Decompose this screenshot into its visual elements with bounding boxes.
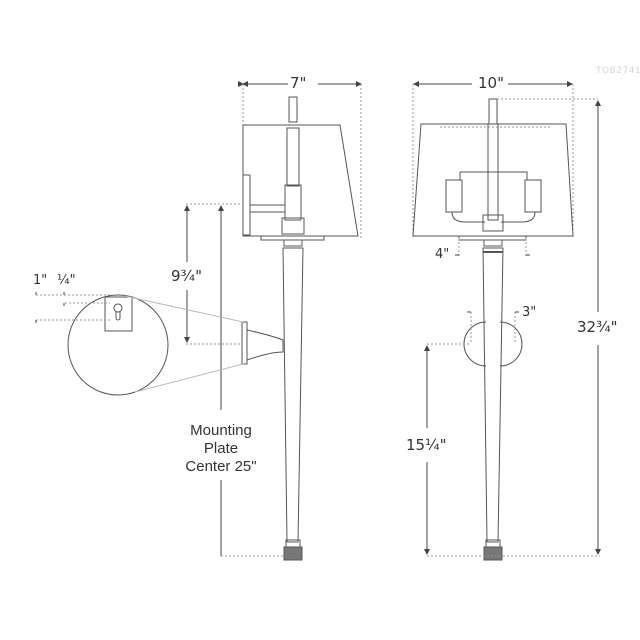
mounting-plate-center-label: Mounting Plate Center 25" (176, 422, 266, 476)
mounting-line-3: Center 25" (185, 458, 257, 475)
front-plate-height-label: 15¼" (406, 436, 447, 454)
side-plate-height-label: 9¾" (171, 267, 202, 285)
mounting-plate-detail (35, 292, 244, 396)
front-view-fixture (412, 81, 598, 561)
product-code-watermark: TOB2741 (596, 66, 640, 76)
side-width-label: 7" (290, 74, 307, 92)
front-overall-height-label: 32¾" (577, 318, 618, 336)
front-plate-width-label: 3" (522, 305, 537, 320)
mounting-line-1: Mounting (190, 422, 252, 439)
front-base-width-label: 4" (435, 247, 450, 262)
mounting-line-2: Plate (203, 440, 239, 457)
detail-label-1: 1" (33, 273, 48, 288)
front-width-label: 10" (478, 74, 504, 92)
detail-label-2: ¼" (57, 273, 76, 288)
side-view-fixture (238, 81, 362, 561)
